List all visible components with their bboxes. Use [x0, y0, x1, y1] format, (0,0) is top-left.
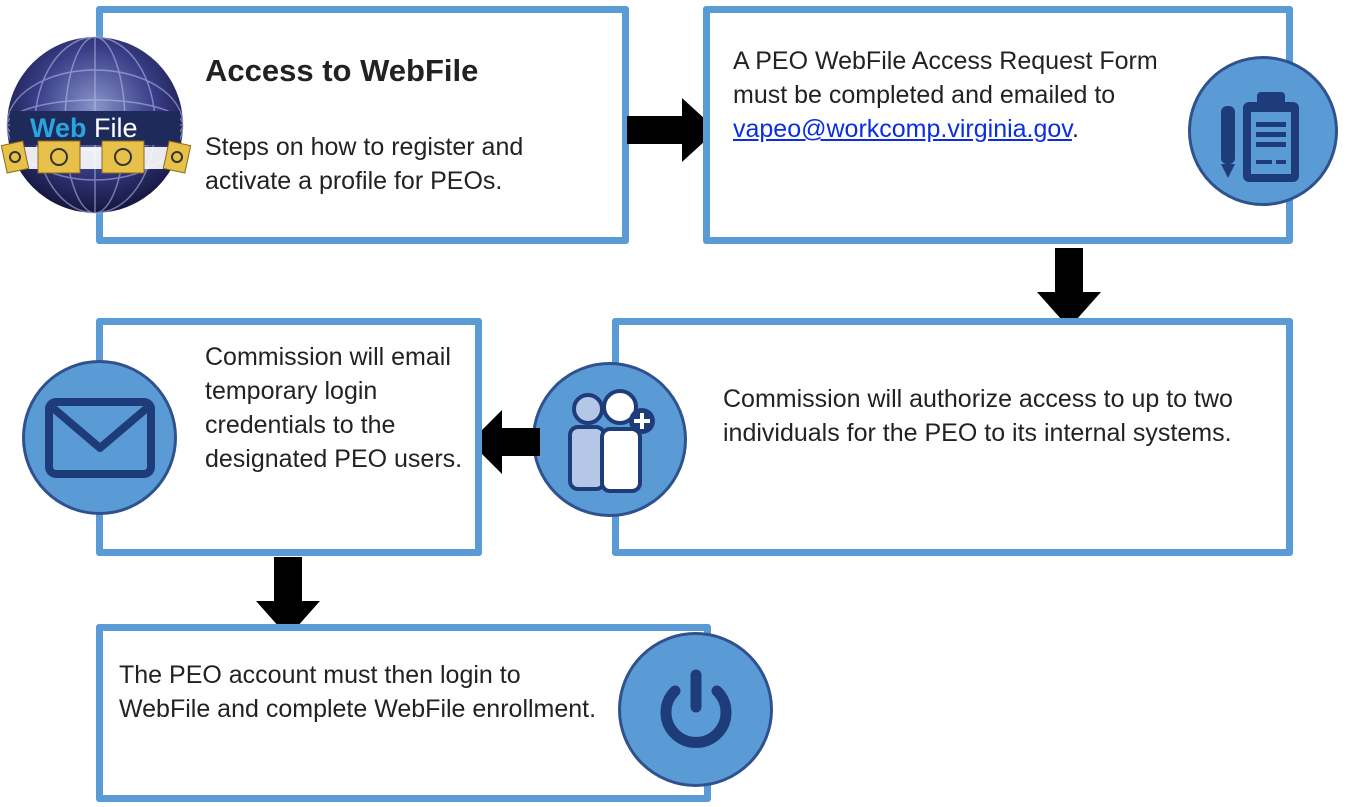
step1-title: Access to WebFile — [205, 53, 479, 88]
step5-text: The PEO account must then login to WebFi… — [119, 661, 597, 723]
arrow-down-icon-1 — [1037, 248, 1101, 328]
step5-box — [96, 624, 711, 802]
envelope-icon — [45, 398, 155, 478]
webfile-logo-icon: Web File — [0, 25, 200, 225]
arrow-right-icon — [627, 98, 717, 162]
step2-text-main: A PEO WebFile Access Request Form must b… — [733, 47, 1158, 109]
add-user-icon — [568, 389, 655, 493]
step4-text: Commission will email temporary login cr… — [205, 343, 463, 473]
step2-text: A PEO WebFile Access Request Form must b… — [733, 44, 1183, 146]
step2-text-end: . — [1071, 115, 1079, 143]
svg-text:File: File — [94, 113, 138, 143]
arrow-left-icon — [470, 410, 540, 474]
clipboard-icon — [1221, 92, 1299, 182]
power-icon — [660, 669, 732, 748]
step1-text: Steps on how to register and activate a … — [205, 133, 524, 195]
step3-text: Commission will authorize access to up t… — [723, 385, 1233, 447]
logo-text: Web — [30, 113, 87, 143]
step1-box — [96, 6, 629, 244]
email-link[interactable]: vapeo@workcomp.virginia.gov — [733, 115, 1072, 143]
arrow-down-icon-2 — [256, 557, 320, 637]
step3-box — [612, 318, 1293, 556]
